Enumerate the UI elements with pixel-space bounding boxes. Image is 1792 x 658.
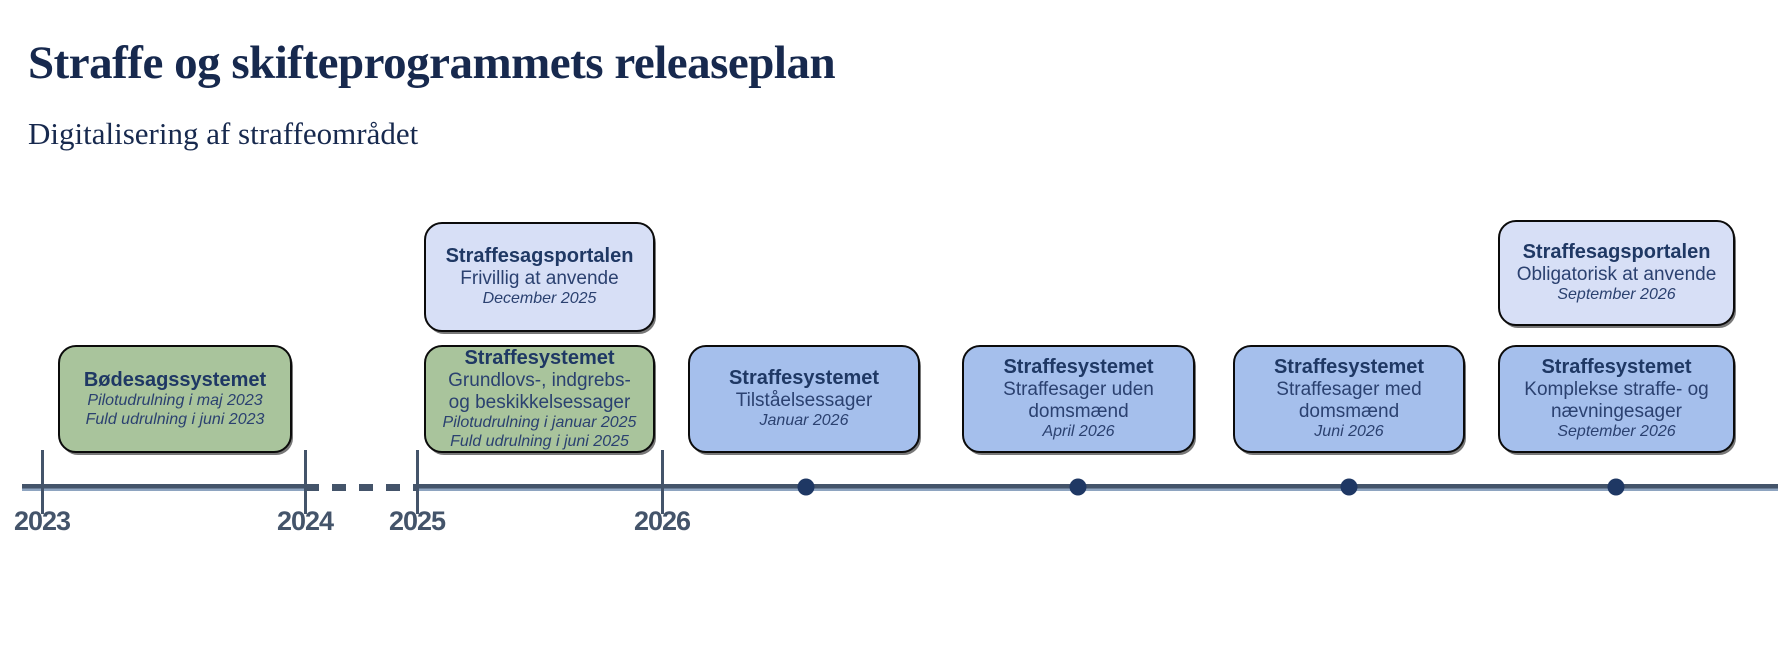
box-line: September 2026: [1557, 286, 1676, 304]
page-subtitle: Digitalisering af straffeområdet: [28, 116, 419, 151]
timeline-tick: [41, 450, 44, 514]
box-title: Straffesystemet: [1273, 356, 1425, 379]
year-label: 2025: [388, 506, 446, 536]
milestone-dot: [1340, 478, 1358, 496]
timeline-segment-solid: [22, 484, 305, 491]
box-title: Straffesystemet: [464, 346, 615, 369]
box-line: Tilståelsessager: [735, 390, 873, 412]
timeline-segment-dashed: [305, 484, 417, 491]
timeline-tick: [661, 450, 664, 514]
milestone-dot: [1607, 478, 1625, 496]
box-title: Straffesagsportalen: [1522, 241, 1711, 264]
box-line: Pilotudrulning i januar 2025: [442, 414, 637, 432]
box-line: April 2026: [1042, 423, 1115, 441]
timeline-segment-solid: [417, 484, 1778, 491]
year-label: 2024: [276, 506, 334, 536]
box-line: Straffesager uden domsmænd: [1003, 379, 1154, 423]
box-title: Straffesystemet: [728, 367, 880, 390]
box-line: Fuld udrulning i juni 2025: [450, 432, 629, 450]
box-title: Straffesystemet: [1003, 356, 1154, 379]
milestone-dot: [797, 478, 815, 496]
page-title: Straffe og skifteprogrammets releaseplan: [28, 37, 836, 89]
box-line: Obligatorisk at anvende: [1516, 264, 1717, 286]
box-line: Pilotudrulning i maj 2023: [87, 392, 263, 410]
box-line: Straffesager med domsmænd: [1276, 379, 1422, 423]
box-line: Frivillig at anvende: [460, 268, 619, 290]
box-line: Grundlovs-, indgrebs- og beskikkelsessag…: [448, 370, 631, 414]
timeline-tick: [304, 450, 307, 514]
year-label: 2023: [13, 506, 71, 536]
year-label: 2026: [633, 506, 691, 536]
box-line: September 2026: [1557, 423, 1676, 441]
box-line: Januar 2026: [759, 412, 849, 430]
box-title: Straffesagsportalen: [445, 245, 634, 268]
milestone-dot: [1069, 478, 1087, 496]
box-title: Bødesagssystemet: [83, 368, 267, 391]
box-title: Straffesystemet: [1541, 356, 1692, 379]
timeline-tick: [416, 450, 419, 514]
box-line: Komplekse straffe- og nævningesager: [1524, 379, 1709, 423]
header: Straffe og skifteprogrammets releaseplan…: [28, 36, 836, 152]
box-line: Fuld udrulning i juni 2023: [85, 410, 265, 428]
box-line: December 2025: [482, 290, 597, 308]
box-line: Juni 2026: [1314, 423, 1384, 441]
